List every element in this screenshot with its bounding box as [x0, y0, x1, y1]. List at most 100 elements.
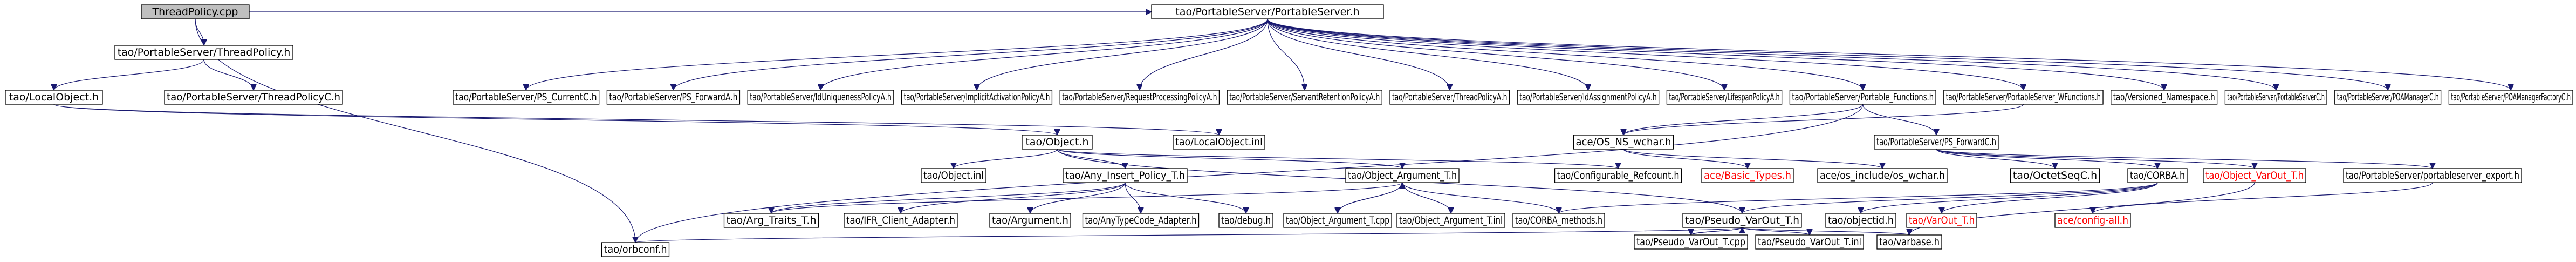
edge-line — [1623, 104, 2024, 136]
node-label: tao/PortableServer/PS_ForwardC.h — [1876, 136, 1996, 148]
edge-line — [1337, 182, 1402, 214]
node-box — [2010, 168, 2100, 183]
node-box — [2343, 168, 2522, 183]
edge-n24-to-n33 — [1936, 149, 2255, 169]
node-tao-pseudo-varout-t-inl[interactable]: tao/Pseudo_VarOut_T.inl — [1755, 234, 1864, 250]
node-tao-object-h[interactable]: tao/Object.h — [1022, 135, 1093, 150]
node-tao-object-varout-t-h[interactable]: tao/Object_VarOut_T.h — [2203, 168, 2306, 183]
node-box — [1151, 4, 1384, 19]
node-tao-portableserver-threadpolicyc-h[interactable]: tao/PortableServer/ThreadPolicyC.h — [164, 90, 343, 105]
node-tao-octetseqc-h[interactable]: tao/OctetSeqC.h — [2010, 168, 2100, 183]
node-box — [989, 213, 1071, 228]
node-tao-portableserver-threadpolicya-h[interactable]: tao/PortableServer/ThreadPolicyA.h — [1389, 90, 1510, 105]
edge-n0-to-n3 — [195, 18, 635, 243]
node-tao-portableserver-poamanagerfactoryc-h[interactable]: tao/PortableServer/POAManagerFactoryC.h — [2448, 90, 2573, 105]
edge-line — [1690, 227, 1742, 236]
node-label: tao/PortableServer/ServantRetentionPolic… — [1229, 91, 1380, 103]
edge-n24-to-n32 — [1936, 149, 2157, 169]
edge-n40-to-n27 — [1337, 182, 1402, 214]
node-tao-object-argument-t-h[interactable]: tao/Object_Argument_T.h — [1345, 168, 1460, 183]
node-label: tao/Object_Argument_T.h — [1348, 170, 1457, 182]
node-tao-versioned-namespace-h[interactable]: tao/Versioned_Namespace.h — [2111, 90, 2218, 105]
node-label: tao/AnyTypeCode_Adapter.h — [1085, 214, 1197, 226]
node-tao-portableserver-idassignmentpolicya-h[interactable]: tao/PortableServer/IdAssignmentPolicyA.h — [1517, 90, 1660, 105]
node-tao-pseudo-varout-t-h[interactable]: tao/Pseudo_VarOut_T.h — [1682, 213, 1802, 228]
node-label: tao/varbase.h — [1879, 236, 1940, 248]
edge-line — [1057, 149, 1125, 169]
node-tao-portableserver-portableserver-h[interactable]: tao/PortableServer/PortableServer.h — [1151, 4, 1384, 19]
node-box — [723, 213, 819, 228]
edge-line — [1267, 18, 1588, 90]
node-ace-config-all-h[interactable]: ace/config-all.h — [2054, 213, 2131, 228]
node-box — [2203, 168, 2306, 183]
node-ace-os-include-os-wchar-h[interactable]: ace/os_include/os_wchar.h — [1817, 168, 1948, 183]
node-tao-varout-t-h[interactable]: tao/VarOut_T.h — [1906, 213, 1977, 228]
node-tao-objectid-h[interactable]: tao/objectid.h — [1825, 213, 1896, 228]
node-box — [901, 90, 1053, 105]
node-ace-basic-types-h[interactable]: ace/Basic_Types.h — [1701, 168, 1794, 183]
node-tao-portableserver-ps-currentc-h[interactable]: tao/PortableServer/PS_CurrentC.h — [453, 90, 600, 105]
node-label: tao/Argument.h — [992, 214, 1068, 226]
node-tao-portableserver-implicitactivationpolicya-h[interactable]: tao/PortableServer/ImplicitActivationPol… — [901, 90, 1053, 105]
edge-n32-to-n42 — [1559, 182, 2158, 214]
node-ace-os-ns-wchar-h[interactable]: ace/OS_NS_wchar.h — [1573, 135, 1674, 150]
node-tao-varbase-h[interactable]: tao/varbase.h — [1876, 234, 1942, 250]
node-tao-portableserver-poamanagerc-h[interactable]: tao/PortableServer/POAManagerC.h — [2334, 90, 2442, 105]
node-tao-configurable-refcount-h[interactable]: tao/Configurable_Refcount.h — [1554, 168, 1682, 183]
edge-n1-to-n4 — [54, 59, 204, 91]
node-tao-argument-h[interactable]: tao/Argument.h — [989, 213, 1071, 228]
node-tao-portableserver-servantretentionpolicya-h[interactable]: tao/PortableServer/ServantRetentionPolic… — [1227, 90, 1382, 105]
node-label: tao/Object_VarOut_T.h — [2205, 170, 2304, 182]
node-tao-portableserver-portableserver-wfunctions-h[interactable]: tao/PortableServer/PortableServer_WFunct… — [1943, 90, 2104, 105]
edge-line — [1862, 104, 1936, 136]
edge-line — [1402, 182, 1451, 214]
node-tao-portableserver-portable-functions-h[interactable]: tao/PortableServer/Portable_Functions.h — [1789, 90, 1936, 105]
node-tao-portableserver-lifespanpolicya-h[interactable]: tao/PortableServer/LifespanPolicyA.h — [1666, 90, 1783, 105]
node-tao-portableserver-threadpolicy-h[interactable]: tao/PortableServer/ThreadPolicy.h — [114, 45, 293, 60]
node-tao-anytypecode-adapter-h[interactable]: tao/AnyTypeCode_Adapter.h — [1082, 213, 1200, 228]
node-tao-object-inl[interactable]: tao/Object.inl — [921, 168, 986, 183]
node-tao-portableserver-iduniquenesspolicya-h[interactable]: tao/PortableServer/IdUniquenessPolicyA.h — [747, 90, 894, 105]
node-label: tao/OctetSeqC.h — [2013, 170, 2097, 182]
edge-line — [771, 182, 1126, 214]
edge-line — [195, 18, 204, 45]
edge-n16-to-n23 — [1623, 104, 2024, 136]
edge-line — [977, 18, 1268, 90]
node-tao-orbconf-h[interactable]: tao/orbconf.h — [601, 242, 670, 257]
node-box — [1789, 90, 1936, 105]
node-tao-corba-h[interactable]: tao/CORBA.h — [2127, 168, 2188, 183]
node-tao-portableserver-ps-forwardc-h[interactable]: tao/PortableServer/PS_ForwardC.h — [1874, 135, 1999, 150]
node-tao-pseudo-varout-t-cpp[interactable]: tao/Pseudo_VarOut_T.cpp — [1634, 234, 1748, 250]
edge-n24-to-n31 — [1936, 149, 2055, 169]
node-label: ace/os_include/os_wchar.h — [1820, 170, 1945, 182]
edge-line — [1623, 104, 1864, 136]
edge-line — [1861, 182, 2158, 214]
node-tao-ifr-client-adapter-h[interactable]: tao/IFR_Client_Adapter.h — [844, 213, 958, 228]
node-tao-portableserver-portableserverc-h[interactable]: tao/PortableServer/PortableServerC.h — [2224, 90, 2327, 105]
edge-n2-to-n10 — [1140, 18, 1268, 90]
edge-n2-to-n7 — [673, 18, 1268, 90]
node-label: tao/objectid.h — [1828, 214, 1894, 226]
node-label: tao/PortableServer/ThreadPolicy.h — [118, 46, 291, 58]
edge-line — [1267, 18, 1305, 90]
node-box — [164, 90, 343, 105]
node-tao-portableserver-requestprocessingpolicya-h[interactable]: tao/PortableServer/RequestProcessingPoli… — [1059, 90, 1220, 105]
node-tao-localobject-h[interactable]: tao/LocalObject.h — [5, 90, 103, 105]
node-tao-portableserver-ps-forwarda-h[interactable]: tao/PortableServer/PS_ForwardA.h — [606, 90, 741, 105]
edge-n2-to-n15 — [1267, 18, 1863, 90]
node-tao-object-argument-t-cpp[interactable]: tao/Object_Argument_T.cpp — [1283, 213, 1392, 228]
edge-n4-to-n22 — [53, 104, 1219, 136]
node-box — [141, 4, 250, 19]
edge-n2-to-n19 — [1267, 18, 2388, 90]
node-tao-object-argument-t-inl[interactable]: tao/Object_Argument_T.inl — [1396, 213, 1505, 228]
node-tao-any-insert-policy-t-h[interactable]: tao/Any_Insert_Policy_T.h — [1063, 168, 1188, 183]
edge-n24-to-n34 — [1936, 149, 2433, 169]
node-box — [1517, 90, 1660, 105]
node-tao-corba-methods-h[interactable]: tao/CORBA_methods.h — [1512, 213, 1605, 228]
node-tao-debug-h[interactable]: tao/debug.h — [1218, 213, 1273, 228]
node-label: tao/PortableServer/POAManagerFactoryC.h — [2451, 91, 2571, 103]
node-tao-localobject-inl[interactable]: tao/LocalObject.inl — [1173, 135, 1265, 150]
node-tao-arg-traits-t-h[interactable]: tao/Arg_Traits_T.h — [723, 213, 819, 228]
node-box — [1874, 135, 1999, 150]
node-tao-portableserver-portableserver-export-h[interactable]: tao/PortableServer/portableserver_export… — [2343, 168, 2522, 183]
